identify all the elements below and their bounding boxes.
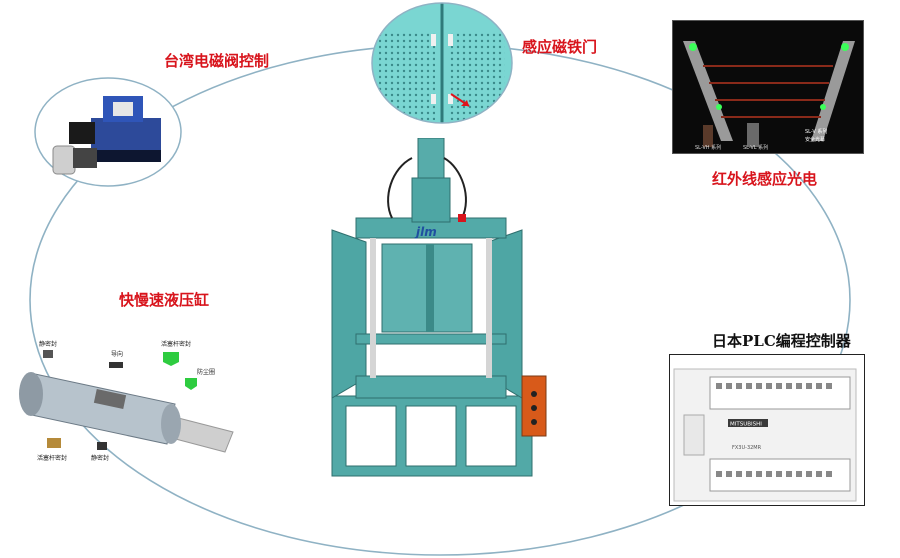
guide-text: 导向 <box>111 350 123 358</box>
rod-seal-text-2: 活塞杆密封 <box>37 454 67 462</box>
static-seal-text-1: 静密封 <box>39 340 57 348</box>
door-label: 感应磁铁门 <box>522 38 598 56</box>
series-vh-text: SL-VH 系列 <box>695 144 721 151</box>
valve-label: 台湾电磁阀控制 <box>164 52 270 70</box>
safety-light-text: 安全光幕 <box>805 136 825 143</box>
dust-ring-text: 防尘圈 <box>197 368 215 376</box>
plc-image: MITSUBISHI FX3U-32MR <box>669 354 865 506</box>
door-image <box>371 2 513 124</box>
plc-brand-text: MITSUBISHI <box>730 422 762 428</box>
infrared-label: 红外线感应光电 <box>712 170 818 188</box>
valve-image <box>33 76 183 188</box>
rod-seal-text-1: 活塞杆密封 <box>161 340 191 348</box>
cylinder-image: 静密封 导向 活塞杆密封 防尘圈 活塞杆密封 静密封 <box>5 334 243 474</box>
series-v-text: SL-V 系列 <box>805 128 827 135</box>
static-seal-text-2: 静密封 <box>91 454 109 462</box>
press-machine-image: jlm <box>322 137 552 478</box>
series-vl-text: SL-VL 系列 <box>743 144 768 151</box>
plc-model-text: FX3U-32MR <box>732 445 762 451</box>
plc-label: 日本PLC编程控制器 <box>712 332 851 350</box>
cylinder-label: 快慢速液压缸 <box>119 291 210 309</box>
machine-logo: jlm <box>414 225 437 239</box>
static-seal-icon <box>43 350 53 358</box>
infrared-image: SL-VH 系列 SL-VL 系列 SL-V 系列 安全光幕 <box>672 20 864 154</box>
